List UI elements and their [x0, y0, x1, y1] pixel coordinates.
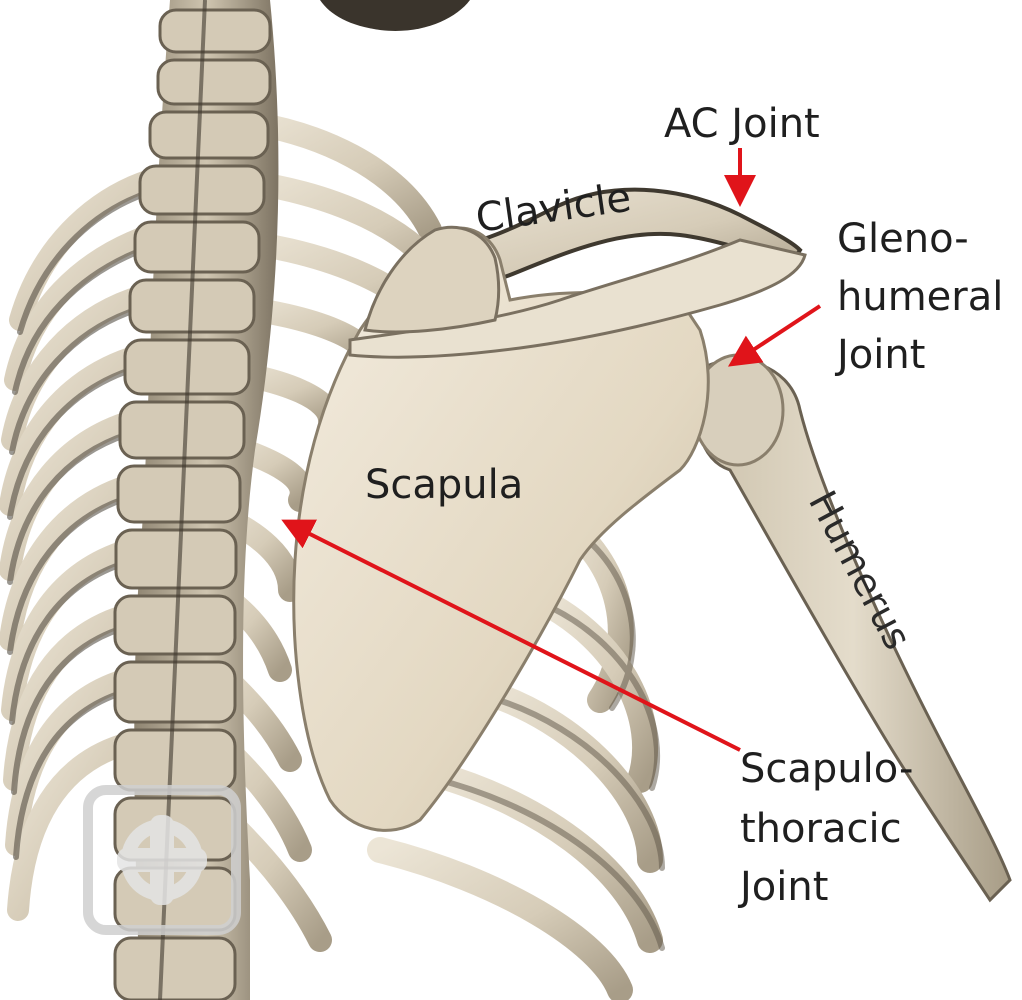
- glenohumeral-label-line3: Joint: [834, 332, 925, 378]
- spine-logo-icon: [83, 785, 241, 935]
- scapula-label: Scapula: [365, 462, 523, 508]
- glenohumeral-label-line2: humeral: [837, 274, 1003, 320]
- glenohumeral-arrow: [727, 304, 822, 367]
- skull-base: [320, 0, 470, 31]
- humerus-bone: [694, 358, 1012, 903]
- ac-joint-label: AC Joint: [664, 101, 820, 147]
- superior-angle: [363, 225, 501, 334]
- vertebrae: [113, 8, 272, 1000]
- scapulothoracic-label-line3: Joint: [737, 864, 828, 910]
- scapulothoracic-label-line2: thoracic: [740, 806, 902, 852]
- left-ribs-shadow: [7, 189, 153, 860]
- scapular-spine: [348, 238, 807, 359]
- scapulothoracic-arrow: [281, 519, 741, 752]
- glenohumeral-label-line1: Gleno-: [837, 216, 969, 262]
- scapulothoracic-label-line1: Scapulo-: [740, 746, 913, 792]
- scapula-bone: [292, 226, 710, 832]
